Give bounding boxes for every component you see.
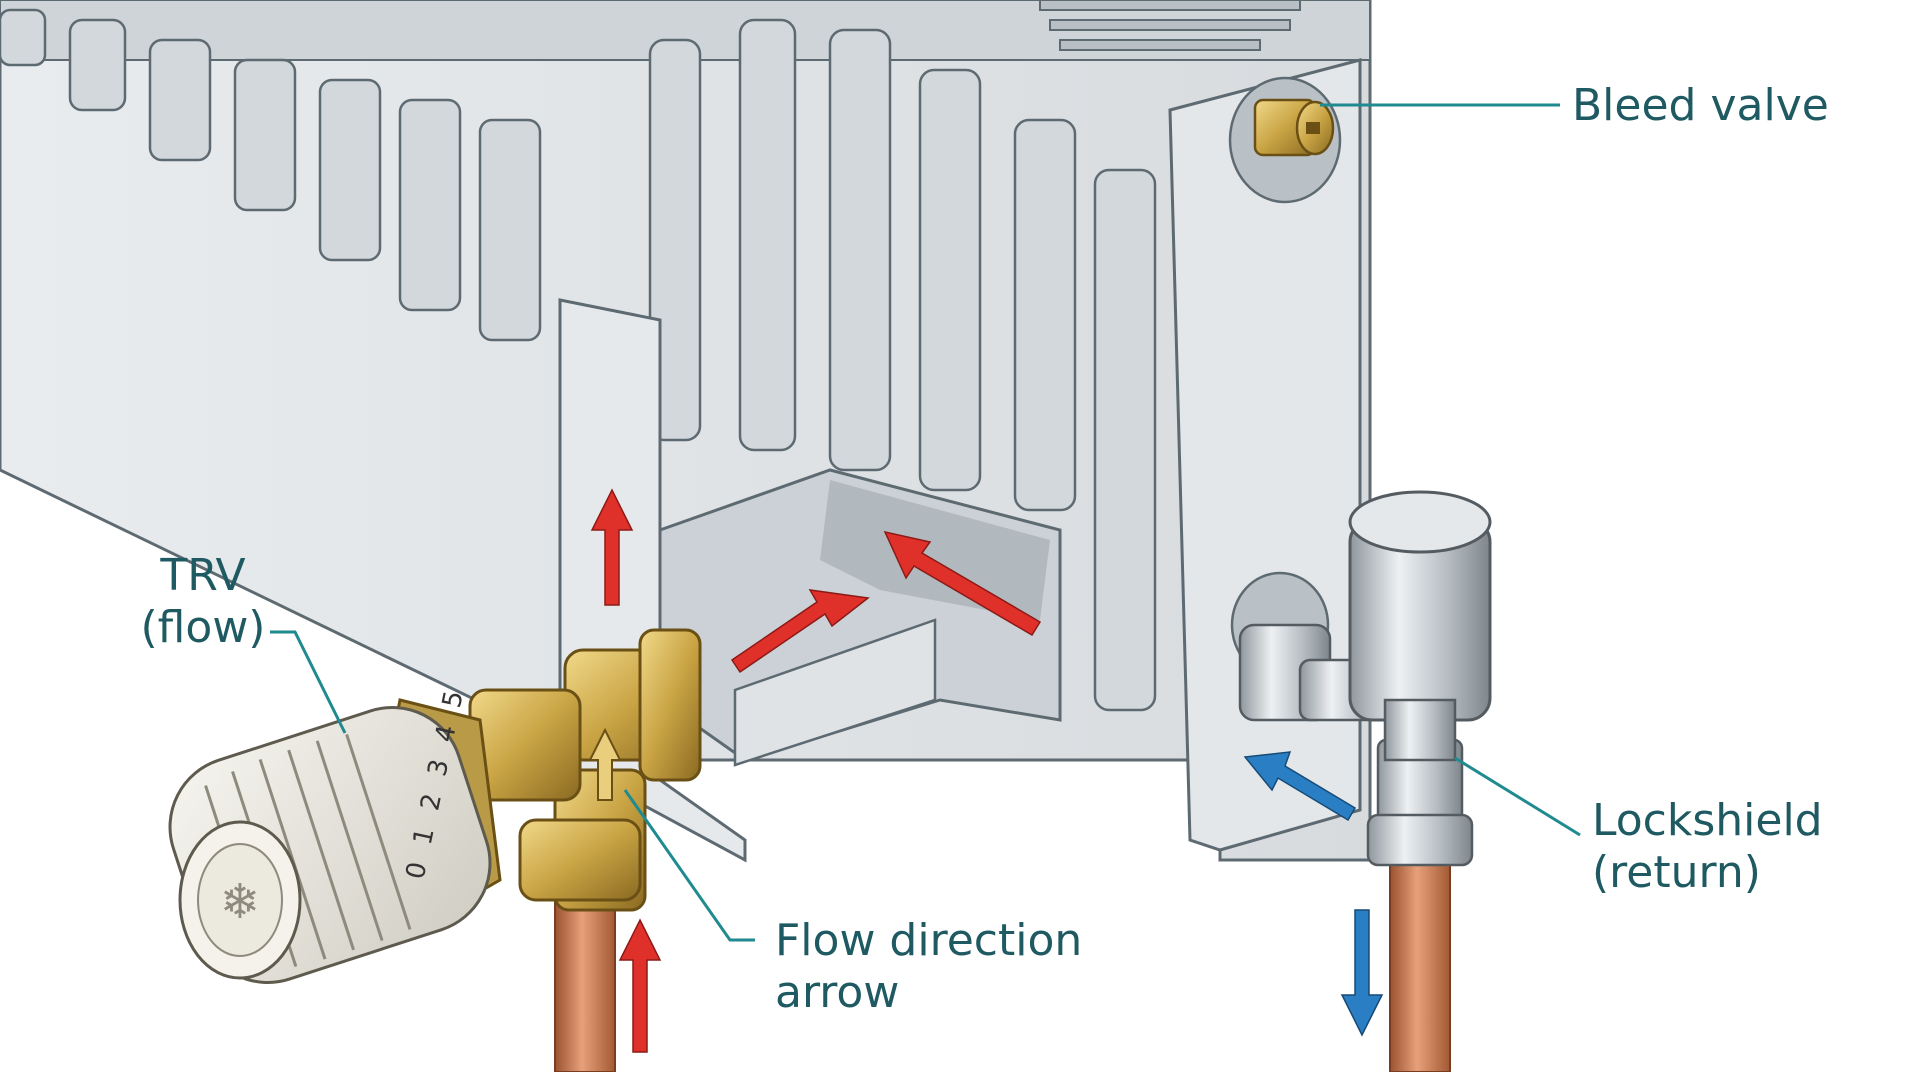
label-flow-direction-line1: Flow direction bbox=[775, 915, 1083, 966]
radiator-body bbox=[0, 0, 1372, 863]
flow-pipe bbox=[554, 899, 616, 1072]
return-arrow-icon bbox=[1340, 909, 1384, 1037]
return-pipe bbox=[1389, 839, 1451, 1072]
label-bleed-valve: Bleed valve bbox=[1572, 80, 1829, 131]
bleed-valve-icon bbox=[1228, 76, 1342, 204]
dial-number: 1 bbox=[408, 825, 441, 847]
label-trv: TRV (flow) bbox=[128, 550, 278, 654]
radiator-fins bbox=[0, 8, 1157, 712]
return-arrows bbox=[1243, 751, 1384, 1037]
flow-arrow-icon bbox=[730, 589, 870, 674]
label-flow-direction: Flow direction arrow bbox=[775, 915, 1082, 1019]
trv-head-icon: ❄ bbox=[168, 698, 502, 985]
dial-number: 0 bbox=[401, 859, 434, 881]
dial-number: 4 bbox=[430, 722, 463, 744]
flow-arrow-icon bbox=[618, 918, 662, 1053]
leader-lockshield bbox=[1454, 756, 1581, 837]
lockshield-connector bbox=[1230, 571, 1392, 722]
label-lockshield-line1: Lockshield bbox=[1592, 795, 1823, 846]
return-arrow-icon bbox=[1243, 751, 1357, 822]
snowflake-icon: ❄ bbox=[220, 874, 260, 930]
dial-number: 3 bbox=[422, 757, 455, 779]
flow-arrow-icon bbox=[590, 488, 634, 606]
leader-flow-arrow bbox=[623, 789, 755, 942]
label-trv-line1: TRV bbox=[160, 550, 246, 601]
label-flow-direction-line2: arrow bbox=[775, 967, 900, 1018]
leader-trv bbox=[270, 630, 347, 734]
leader-lines bbox=[270, 103, 1581, 942]
label-lockshield: Lockshield (return) bbox=[1592, 795, 1823, 899]
flow-arrows bbox=[590, 488, 1042, 1053]
lockshield-valve-icon bbox=[1348, 490, 1492, 867]
label-trv-line2: (flow) bbox=[140, 602, 266, 653]
dial-number: 2 bbox=[415, 791, 448, 813]
trv-valve-body bbox=[468, 628, 702, 912]
top-grille bbox=[1039, 0, 1301, 51]
label-lockshield-line2: (return) bbox=[1592, 847, 1761, 898]
trv-dial-scale: 0 1 2 3 4 5 bbox=[401, 688, 470, 882]
flow-arrow-icon bbox=[883, 530, 1042, 637]
dial-number: 5 bbox=[437, 688, 470, 710]
